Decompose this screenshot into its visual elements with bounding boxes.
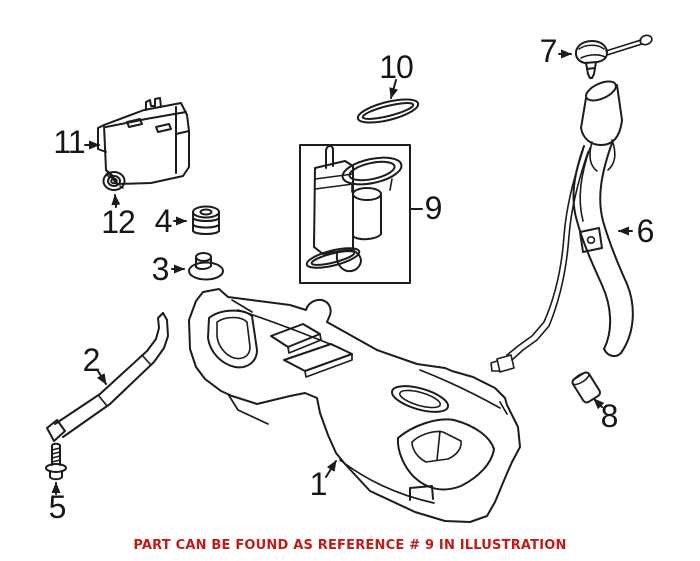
hose-sleeve-drawing (571, 371, 601, 404)
plug-drawing (188, 252, 224, 281)
callout-12-arrow (111, 194, 121, 208)
filler-pipe-drawing (490, 80, 634, 373)
callout-label-12: 12 (101, 204, 136, 240)
callout-8-arrow (593, 398, 605, 410)
callout-arrows (51, 49, 633, 495)
callout-label-2: 2 (82, 342, 101, 378)
callout-label-9: 9 (424, 190, 443, 226)
callout-10-arrow (389, 79, 399, 99)
callout-1-arrow (325, 460, 337, 478)
bolt-drawing (45, 442, 67, 481)
fuel-tank-drawing (188, 288, 521, 523)
grommet-drawing (102, 171, 126, 191)
callout-2-arrow (96, 370, 107, 385)
callout-label-11: 11 (53, 124, 85, 160)
callout-label-10: 10 (379, 49, 414, 85)
callout-label-3: 3 (151, 251, 170, 287)
reference-caption: PART CAN BE FOUND AS REFERENCE # 9 IN IL… (133, 538, 567, 553)
pump-assembly-box (299, 144, 411, 284)
buffer-stack-drawing (192, 205, 220, 235)
fuel-pump-assembly-drawing (305, 145, 403, 273)
tension-strap-drawing (46, 312, 169, 442)
callout-label-5: 5 (48, 489, 67, 525)
callout-label-6: 6 (636, 213, 655, 249)
callout-label-7: 7 (539, 33, 558, 69)
callout-label-4: 4 (154, 203, 173, 239)
fuel-cap-drawing (574, 34, 653, 79)
control-module-drawing (97, 97, 190, 185)
seal-ring-drawing (356, 98, 420, 124)
callout-label-1: 1 (309, 466, 328, 502)
callout-label-8: 8 (600, 398, 619, 434)
